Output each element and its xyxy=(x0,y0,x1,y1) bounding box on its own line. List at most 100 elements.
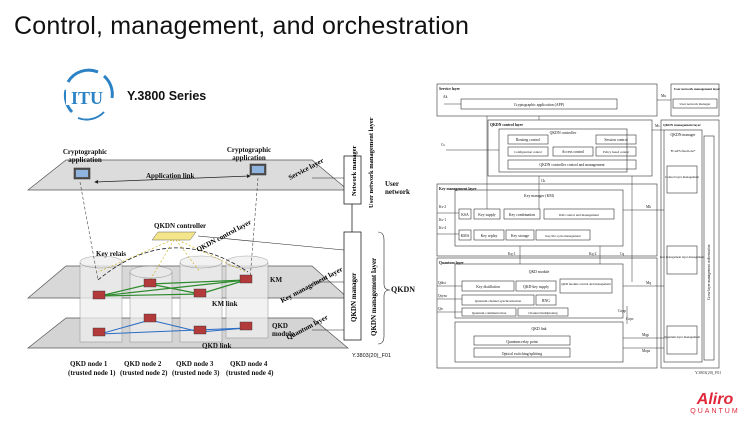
qkdn-manager-text: QKDN manager xyxy=(350,273,358,322)
network-manager-text: Network manager xyxy=(351,146,358,196)
r-routing-control: Routing control xyxy=(516,138,540,142)
r-fcaps: FCAPS functions* xyxy=(671,149,696,153)
qkd-link-label: QKD link xyxy=(202,342,232,350)
ref-ak: Ak xyxy=(443,95,448,99)
r-key-mgmt-layer-mgmt: Key management layer management xyxy=(660,255,704,259)
r-qkd-link: QKD link xyxy=(531,327,546,331)
r-control-layer-mgmt: Control layer management xyxy=(665,175,699,179)
r-key-distillation: Key distillation xyxy=(476,285,500,289)
r-qkdn-controller: QKDN controller xyxy=(550,131,577,135)
r-key-replay: Key replay xyxy=(481,234,498,238)
ref-ck: Ck xyxy=(541,179,545,183)
r-access-control: Access control xyxy=(562,150,584,154)
network-manager-box xyxy=(343,155,362,205)
r-qkd-module: QKD module xyxy=(529,270,550,274)
user-network-label: User network xyxy=(385,180,410,196)
r-key-life: Key life-cycle management xyxy=(545,234,580,238)
node-2-sub: (trusted node 2) xyxy=(120,369,168,377)
r-user-net-mgmt-layer: User network management layer xyxy=(674,87,721,91)
r-qcsync: Quantum channel synchronization xyxy=(475,299,522,303)
r-service-layer: Service layer xyxy=(439,87,460,91)
left-figure-id: Y.3803(20)_F01 xyxy=(352,353,392,359)
qkdn-label: QKDN xyxy=(391,285,415,294)
ref-qdist: Qdist xyxy=(438,281,446,285)
ref-cq: Cq xyxy=(620,252,624,256)
itu-logo: ITU xyxy=(63,68,114,121)
r-controller-ctrl-mgmt: QKDN controller control and management xyxy=(539,163,605,167)
qkdn-manager-box xyxy=(343,231,362,341)
brand-name: Aliro xyxy=(696,391,734,408)
crypto-app-right: Cryptographic application xyxy=(226,146,272,162)
r-channel-mux: Channel multiplexing xyxy=(528,311,558,315)
r-optical-switch: Optical switching/splitting xyxy=(502,352,542,356)
ref-mk: Mk xyxy=(646,205,651,209)
qkdn-mgmt-layer-text: QKDN management layer xyxy=(370,258,378,336)
series-label: Y.3800 Series xyxy=(127,89,207,103)
ref-kq2: Kq-2 xyxy=(589,252,597,256)
r-cross-layer: Cross-layer management orchestration xyxy=(707,244,711,300)
application-link-label: Application link xyxy=(146,172,195,180)
ref-mqp: Mqp xyxy=(642,333,649,337)
node-1-sub: (trusted node 1) xyxy=(68,369,116,377)
ref-mu: Mu xyxy=(661,94,666,98)
r-rng: RNG xyxy=(542,299,550,303)
slide-title: Control, management, and orchestration xyxy=(14,12,470,40)
r-policy-control: Policy based control xyxy=(603,150,629,154)
itu-logo-text: ITU xyxy=(71,88,103,108)
r-key-storage: Key storage xyxy=(511,234,530,238)
r-quantum-layer: Quantum layer xyxy=(439,261,464,265)
km-link-label: KM link xyxy=(212,300,238,308)
node-1-name: QKD node 1 xyxy=(70,360,108,368)
computer-icon xyxy=(73,167,91,180)
r-key-manager: Key manager (KM) xyxy=(524,194,555,198)
r-kma: KMA xyxy=(461,234,470,238)
r-qkdn-mgmt-layer: QKDN management layer xyxy=(663,123,701,127)
ref-ks2: Ks-2 xyxy=(439,205,446,209)
node-3-name: QKD node 3 xyxy=(176,360,214,368)
node-4-sub: (trusted node 4) xyxy=(226,369,274,377)
node-2-name: QKD node 2 xyxy=(124,360,162,368)
ref-cs: Cs xyxy=(441,143,445,147)
qkd-module-label: QKD module xyxy=(272,322,295,338)
ref-mops: Mops xyxy=(642,349,651,353)
r-crypto-app: Cryptographic application (APP) xyxy=(514,103,565,107)
ref-kq1: Kq-1 xyxy=(508,252,516,256)
crypto-app-left: Cryptographic application xyxy=(62,148,108,164)
r-key-combination: Key combination xyxy=(509,213,535,217)
r-quantum-comm: Quantum communication xyxy=(472,311,507,315)
ref-mq: Mq xyxy=(646,281,651,285)
user-net-mgmt-text: User network management layer xyxy=(368,117,375,208)
ref-copp: Copp xyxy=(618,309,626,313)
computer-icon xyxy=(249,163,267,176)
right-figure-id: Y.3803(20)_F01 xyxy=(695,370,721,375)
r-qkd-key-supply: QKD-key supply xyxy=(523,285,549,289)
r-quantum-layer-mgmt: Quantum layer management xyxy=(664,335,700,339)
r-qkdn-control-layer: QKDN control layer xyxy=(490,123,523,127)
node-3-sub: (trusted node 3) xyxy=(172,369,220,377)
ref-qsync: Qsync xyxy=(438,294,448,298)
r-qkdn-manager: QKDN manager xyxy=(671,133,697,137)
ref-qtr: Qtr xyxy=(438,307,444,311)
ref-cops: Cops xyxy=(626,317,634,321)
ref-ks1: Ks-1 xyxy=(439,218,446,222)
aliro-brand: Aliro QUANTUM xyxy=(686,392,744,416)
ref-ks4: Ks-4 xyxy=(439,226,446,230)
ref-mc: Mc xyxy=(655,124,660,128)
qkdn-controller-label: QKDN controller xyxy=(154,222,207,230)
r-qkd-module-ctrl: QKD module control and management xyxy=(561,282,611,286)
r-quantum-relay: Quantum relay point xyxy=(506,340,538,344)
node-4-name: QKD node 4 xyxy=(230,360,268,368)
key-relais-label: Key relais xyxy=(96,250,127,258)
r-km-ctrl-mgmt: KM control and management xyxy=(559,213,599,217)
r-configuration-control: Configuration control xyxy=(514,150,542,154)
r-key-supply: Key supply xyxy=(478,213,496,217)
brand-sub: QUANTUM xyxy=(690,408,740,415)
qkdn-controller-box xyxy=(151,231,197,241)
r-ksa: KSA xyxy=(461,213,469,217)
r-user-net-manager: User network manager xyxy=(680,102,712,106)
km-label: KM xyxy=(270,276,283,284)
r-session-control: Session control xyxy=(604,138,627,142)
r-key-mgmt-layer: Key management layer xyxy=(439,187,477,191)
